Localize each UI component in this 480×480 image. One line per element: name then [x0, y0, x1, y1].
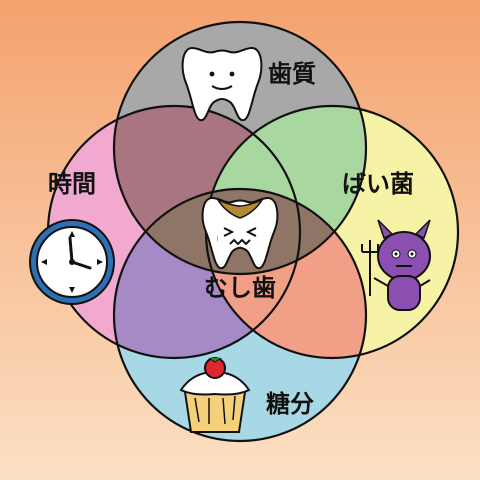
circle-outlines [46, 20, 460, 443]
clock-icon [29, 219, 115, 305]
label-tooth-quality: 歯質 [268, 60, 316, 88]
label-cavity: むし歯 [204, 274, 276, 302]
cake-icon [179, 357, 251, 433]
label-sugar: 糖分 [266, 390, 314, 418]
tooth-icon [181, 46, 263, 122]
label-germs: ばい菌 [342, 170, 414, 198]
decayed-tooth-icon [201, 196, 279, 270]
overlap-center [114, 189, 300, 274]
germ-devil-icon [361, 219, 431, 311]
label-time: 時間 [48, 170, 96, 198]
overlap-center-right [206, 189, 366, 274]
